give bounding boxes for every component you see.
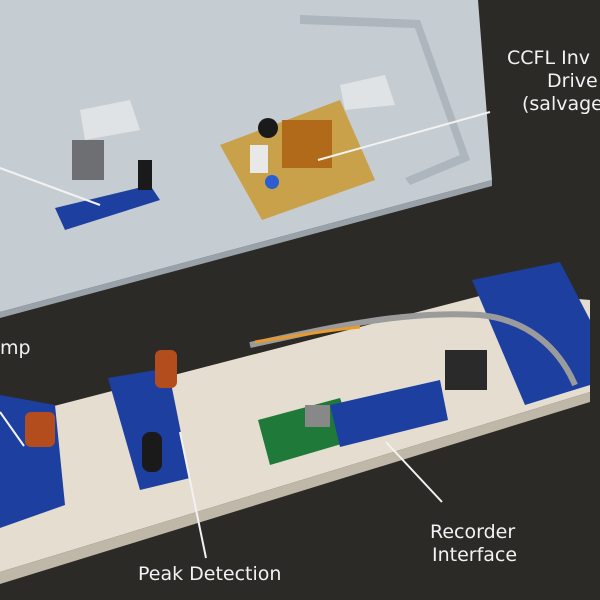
label-amp: mp <box>0 337 31 359</box>
wire-orange <box>254 325 361 344</box>
label-ccfl-line3: (salvage <box>522 93 600 115</box>
capacitor <box>25 412 55 447</box>
label-ccfl-line2: Drive <box>547 70 598 92</box>
pointer-recorder <box>385 441 443 503</box>
capacitor <box>138 160 152 190</box>
standoff <box>80 100 140 140</box>
label-peak-detection: Peak Detection <box>138 563 282 585</box>
cream-board-edge <box>0 392 590 584</box>
plate-rail <box>300 15 470 185</box>
inductor <box>258 118 278 138</box>
recorder-interface-pcb <box>330 380 448 447</box>
sensor-module <box>445 350 487 390</box>
pointer-ccfl <box>317 111 491 161</box>
capacitor <box>155 350 177 388</box>
pointer-regulator <box>0 167 101 206</box>
pointer-peak <box>179 431 207 559</box>
label-recorder-line2: Interface <box>432 544 518 566</box>
blue-pcb <box>55 185 160 230</box>
transformer <box>282 120 332 168</box>
label-ccfl-line1: CCFL Inv <box>507 47 590 69</box>
plate-edge <box>0 180 492 318</box>
standoff <box>340 75 395 110</box>
peak-detection-pcb <box>108 368 190 490</box>
label-recorder-line1: Recorder <box>430 521 516 543</box>
trim-pot <box>265 175 279 189</box>
regulator <box>72 140 104 180</box>
inductor-module <box>305 405 330 427</box>
connector <box>250 145 268 173</box>
recorder-module-green <box>258 398 355 465</box>
capacitor <box>142 432 162 472</box>
pointer-amp <box>0 411 25 447</box>
pointer-lines <box>0 111 491 559</box>
